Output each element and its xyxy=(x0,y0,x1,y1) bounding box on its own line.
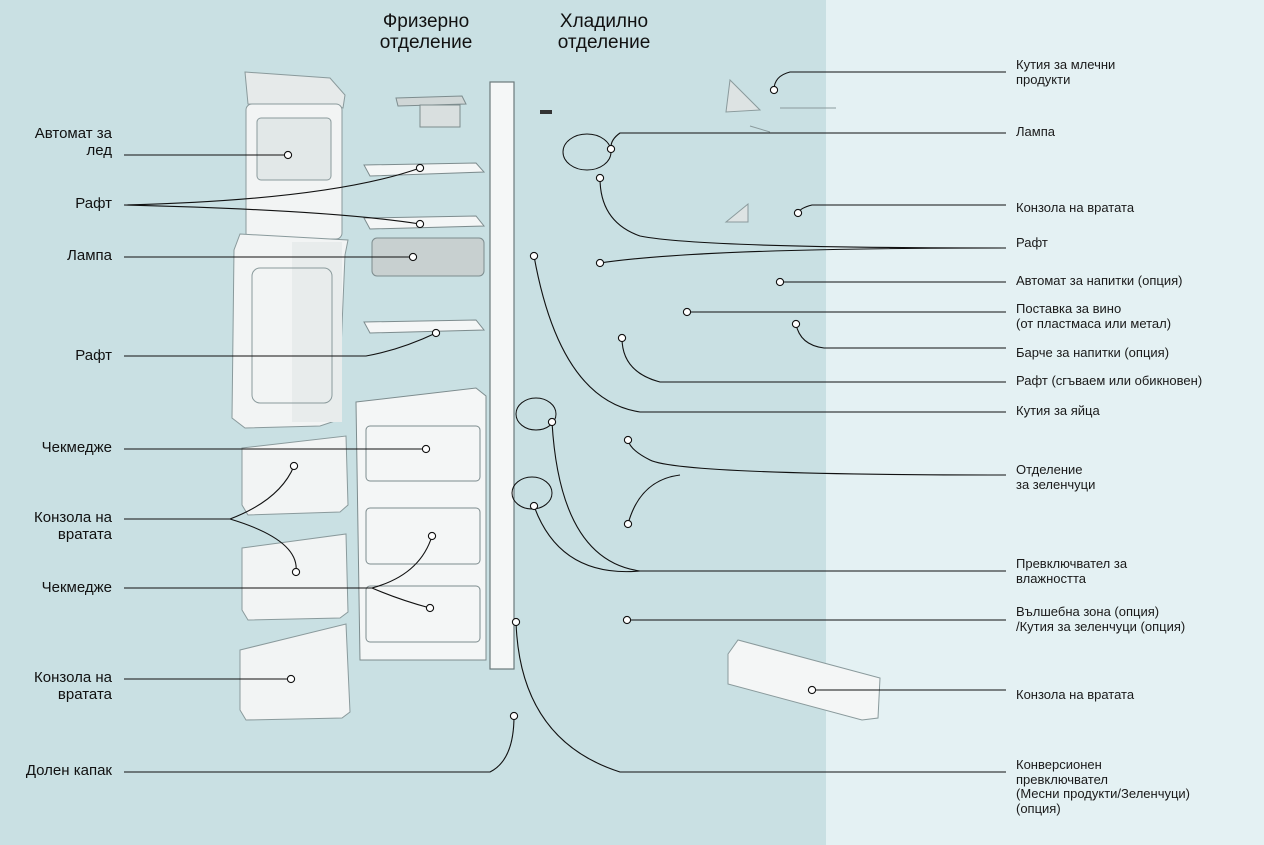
label-magic-zone: Вълшебна зона (опция) /Кутия за зеленчуц… xyxy=(1016,604,1186,634)
label-ice-maker: Автомат за лед xyxy=(34,125,112,159)
right-panel-bg xyxy=(826,0,1264,845)
freezer-heading: Фризерно отделение xyxy=(379,11,473,53)
label-bottom-cover: Долен капак xyxy=(25,762,112,779)
leader-dot-16 xyxy=(595,173,605,183)
leader-dot-18 xyxy=(775,277,785,287)
leader-dot-10 xyxy=(425,603,435,613)
label-folding-shelf: Рафт (сгъваем или обикновен) xyxy=(1016,373,1203,388)
fridge-door-bin-illustration xyxy=(724,78,881,721)
leader-drawer-2 xyxy=(124,535,433,589)
label-freezer-door-bin-1: Конзола на вратата xyxy=(34,509,112,543)
label-drink-dispenser: Автомат за напитки (опция) xyxy=(1016,273,1183,288)
leader-dot-19 xyxy=(682,307,692,317)
leader-dot-11 xyxy=(286,674,296,684)
label-freezer-door-bin-2: Конзола на вратата xyxy=(34,669,112,703)
divider-illustration xyxy=(489,81,552,670)
leader-dot-3 xyxy=(415,219,425,229)
label-drawer-2: Чекмедже xyxy=(41,579,112,596)
label-vegetable-compartment: Отделение за зеленчуци xyxy=(1016,462,1096,492)
label-dairy-box: Кутия за млечни продукти xyxy=(1016,57,1116,87)
leader-vegetable xyxy=(627,439,1007,525)
leader-humidity-switch xyxy=(533,421,1006,573)
leader-drawer-2b xyxy=(371,587,431,609)
label-drawer-1: Чекмедже xyxy=(41,439,112,456)
label-fridge-shelf: Рафт xyxy=(1016,235,1048,250)
leader-conversion-switch xyxy=(515,621,1006,773)
leader-dot-5 xyxy=(431,328,441,338)
leader-lines xyxy=(123,71,1007,773)
leader-dot-29 xyxy=(511,617,521,627)
leader-dot-4 xyxy=(408,252,418,262)
leader-dots xyxy=(283,85,817,721)
leader-dot-28 xyxy=(807,685,817,695)
leader-dot-22 xyxy=(529,251,539,261)
label-fridge-door-bin-1: Конзола на вратата xyxy=(1016,200,1135,215)
fridge-ovals xyxy=(511,133,612,510)
label-conversion-switch: Конверсионен превключвател (Месни продук… xyxy=(1016,757,1191,816)
leader-dot-15 xyxy=(793,208,803,218)
leader-dot-12 xyxy=(509,711,519,721)
leader-dot-26 xyxy=(529,501,539,511)
leader-freezer-shelf xyxy=(123,167,421,225)
leader-dot-21 xyxy=(617,333,627,343)
leader-dot-24 xyxy=(623,519,633,529)
leader-dot-25 xyxy=(547,417,557,427)
label-fridge-lamp: Лампа xyxy=(1016,124,1055,139)
leader-drink-bar xyxy=(795,323,1006,349)
leader-dot-7 xyxy=(289,461,299,471)
leader-dot-8 xyxy=(291,567,301,577)
leader-folding-shelf xyxy=(621,337,1006,383)
label-drink-bar: Барче за напитки (опция) xyxy=(1016,345,1170,360)
leader-fridge-shelf xyxy=(599,177,1007,264)
leader-dot-17 xyxy=(595,258,605,268)
leader-freezer-shelf-2 xyxy=(124,332,437,357)
leader-dot-23 xyxy=(623,435,633,445)
label-freezer-shelf-2: Рафт xyxy=(75,347,112,364)
leader-dot-14 xyxy=(606,144,616,154)
label-humidity-switch: Превключвател за влажността xyxy=(1016,556,1128,586)
leader-dot-27 xyxy=(622,615,632,625)
freezer-door-illustration xyxy=(231,71,351,721)
label-wine-rack: Поставка за вино (от пластмаса или метал… xyxy=(1016,301,1172,331)
fridge-heading: Хладилно отделение xyxy=(557,11,651,53)
label-fridge-door-bin-2: Конзола на вратата xyxy=(1016,687,1135,702)
label-egg-box: Кутия за яйца xyxy=(1016,403,1100,418)
leader-freezer-door-bin-1 xyxy=(124,465,297,573)
leader-dot-6 xyxy=(421,444,431,454)
leader-dot-9 xyxy=(427,531,437,541)
label-freezer-lamp: Лампа xyxy=(67,247,112,264)
label-freezer-shelf-1: Рафт xyxy=(75,195,112,212)
leader-dot-13 xyxy=(769,85,779,95)
leader-bottom-cover xyxy=(124,715,515,773)
leader-egg-box xyxy=(533,255,1006,413)
freezer-interior-illustration xyxy=(355,95,487,661)
leader-dot-1 xyxy=(283,150,293,160)
leader-dot-2 xyxy=(415,163,425,173)
leader-dot-20 xyxy=(791,319,801,329)
